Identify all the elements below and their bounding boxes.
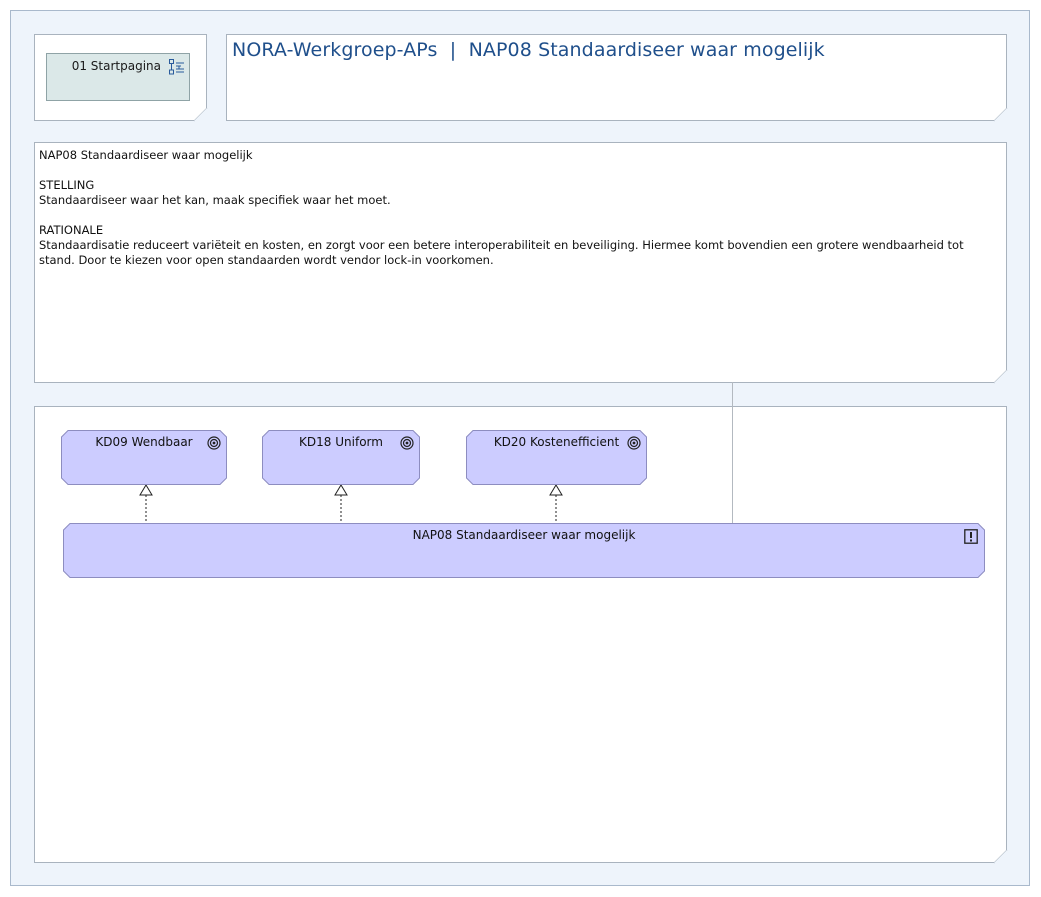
goal-kd20[interactable]: KD20 Kostenefficient (466, 430, 647, 485)
principle-nap08[interactable]: NAP08 Standaardiseer waar mogelijk (63, 523, 985, 578)
navigation-icon (169, 59, 184, 75)
goal-label: KD20 Kostenefficient (493, 435, 620, 449)
page-title: NORA-Werkgroep-APs | NAP08 Standaardisee… (232, 39, 825, 61)
goal-kd18[interactable]: KD18 Uniform (262, 430, 420, 485)
goal-label: KD09 Wendbaar (95, 435, 193, 449)
title-panel (226, 34, 1008, 122)
panel-fold-corner (993, 107, 1008, 122)
goal-shape (61, 430, 227, 485)
goal-kd09[interactable]: KD09 Wendbaar (61, 430, 227, 485)
realization-relation[interactable] (549, 484, 563, 523)
description-panel (34, 142, 1008, 384)
realization-relation[interactable] (334, 484, 348, 523)
connector-line (732, 382, 733, 523)
stelling-text: Standaardiseer waar het kan, maak specif… (39, 193, 391, 207)
principle-label: NAP08 Standaardiseer waar mogelijk (412, 528, 636, 542)
description-name: NAP08 Standaardiseer waar mogelijk (39, 148, 253, 162)
realization-relation[interactable] (139, 484, 153, 523)
goal-shape (262, 430, 420, 485)
goal-icon (207, 436, 221, 450)
goal-label: KD18 Uniform (299, 435, 383, 449)
rationale-heading: RATIONALE (39, 223, 104, 237)
rationale-text: Standaardisatie reduceert variëteit en k… (39, 238, 964, 267)
stelling-heading: STELLING (39, 178, 95, 192)
description-text: NAP08 Standaardiseer waar mogelijk STELL… (39, 148, 994, 268)
goal-icon (627, 436, 641, 450)
principle-icon (964, 529, 978, 544)
panel-fold-corner (193, 107, 208, 122)
startpagina-nav-button[interactable]: 01 Startpagina (46, 53, 190, 101)
startpagina-label: 01 Startpagina (71, 59, 161, 73)
goal-icon (400, 436, 414, 450)
principle-shape (63, 523, 985, 578)
panel-fold-corner (993, 369, 1008, 384)
goal-shape (466, 430, 647, 485)
panel-fold-corner (993, 849, 1008, 864)
